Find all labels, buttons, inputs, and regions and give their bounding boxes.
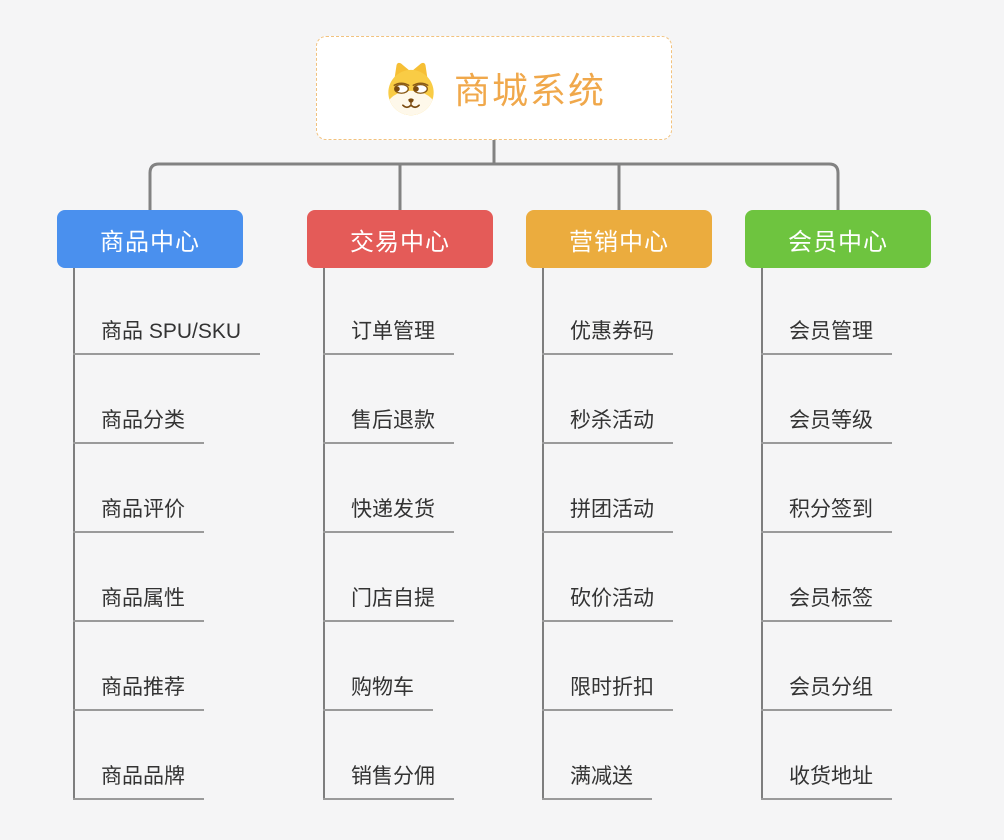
subtopic-item: 快递发货 bbox=[323, 497, 454, 533]
subtopic-label[interactable]: 砍价活动 bbox=[542, 586, 673, 622]
subtopic-label[interactable]: 积分签到 bbox=[761, 497, 892, 533]
subtopic-item: 秒杀活动 bbox=[542, 408, 673, 444]
branch-trade-center: 交易中心 订单管理 售后退款 快递发货 门店自提 购物车 销售分佣 bbox=[307, 210, 493, 810]
branch-spine-line bbox=[73, 268, 75, 800]
branch-topic-label: 交易中心 bbox=[350, 228, 450, 256]
subtopic-label[interactable]: 门店自提 bbox=[323, 586, 454, 622]
branch-topic-label: 会员中心 bbox=[788, 228, 888, 256]
subtopic-label[interactable]: 会员标签 bbox=[761, 586, 892, 622]
root-topic[interactable]: 商城系统 bbox=[316, 36, 672, 140]
subtopic-item: 限时折扣 bbox=[542, 675, 673, 711]
subtopic-item: 商品推荐 bbox=[73, 675, 204, 711]
subtopic-item: 售后退款 bbox=[323, 408, 454, 444]
subtopic-label[interactable]: 订单管理 bbox=[323, 319, 454, 355]
subtopic-label[interactable]: 售后退款 bbox=[323, 408, 454, 444]
branch-topic-marketing-center[interactable]: 营销中心 bbox=[526, 210, 712, 268]
subtopic-item: 会员标签 bbox=[761, 586, 892, 622]
subtopic-item: 商品品牌 bbox=[73, 764, 204, 800]
subtopic-item: 商品评价 bbox=[73, 497, 204, 533]
subtopic-label[interactable]: 收货地址 bbox=[761, 764, 892, 800]
subtopic-item: 砍价活动 bbox=[542, 586, 673, 622]
subtopic-label[interactable]: 会员分组 bbox=[761, 675, 892, 711]
subtopic-label[interactable]: 商品推荐 bbox=[73, 675, 204, 711]
subtopic-label[interactable]: 商品属性 bbox=[73, 586, 204, 622]
subtopic-item: 优惠券码 bbox=[542, 319, 673, 355]
branch-spine-line bbox=[542, 268, 544, 800]
bus-line bbox=[148, 162, 840, 210]
branch-member-center: 会员中心 会员管理 会员等级 积分签到 会员标签 会员分组 收货地址 bbox=[745, 210, 931, 810]
subtopic-item: 满减送 bbox=[542, 764, 652, 800]
subtopic-item: 积分签到 bbox=[761, 497, 892, 533]
subtopic-item: 门店自提 bbox=[323, 586, 454, 622]
subtopic-item: 商品 SPU/SKU bbox=[73, 319, 261, 355]
subtopic-label[interactable]: 满减送 bbox=[542, 764, 652, 800]
subtopic-item: 销售分佣 bbox=[323, 764, 454, 800]
branch-topic-trade-center[interactable]: 交易中心 bbox=[307, 210, 493, 268]
subtopic-label[interactable]: 销售分佣 bbox=[323, 764, 454, 800]
subtopic-label[interactable]: 会员管理 bbox=[761, 319, 892, 355]
subtopic-item: 商品属性 bbox=[73, 586, 204, 622]
subtopic-item: 会员等级 bbox=[761, 408, 892, 444]
subtopic-label[interactable]: 商品 SPU/SKU bbox=[73, 319, 261, 355]
subtopic-label[interactable]: 商品评价 bbox=[73, 497, 204, 533]
branch-topic-label: 商品中心 bbox=[100, 228, 200, 256]
subtopic-item: 商品分类 bbox=[73, 408, 204, 444]
subtopic-item: 收货地址 bbox=[761, 764, 892, 800]
subtopic-item: 拼团活动 bbox=[542, 497, 673, 533]
subtopic-label[interactable]: 商品品牌 bbox=[73, 764, 204, 800]
subtopic-item: 会员分组 bbox=[761, 675, 892, 711]
subtopic-label[interactable]: 优惠券码 bbox=[542, 319, 673, 355]
branch-marketing-center: 营销中心 优惠券码 秒杀活动 拼团活动 砍价活动 限时折扣 满减送 bbox=[526, 210, 712, 810]
branch-spine-line bbox=[761, 268, 763, 800]
branch-product-center: 商品中心 商品 SPU/SKU 商品分类 商品评价 商品属性 商品推荐 商品品牌 bbox=[57, 210, 261, 810]
subtopic-label[interactable]: 拼团活动 bbox=[542, 497, 673, 533]
shiba-dog-icon bbox=[388, 62, 434, 116]
subtopic-label[interactable]: 限时折扣 bbox=[542, 675, 673, 711]
subtopic-item: 会员管理 bbox=[761, 319, 892, 355]
subtopic-label[interactable]: 商品分类 bbox=[73, 408, 204, 444]
subtopic-label[interactable]: 快递发货 bbox=[323, 497, 454, 533]
branch-topic-label: 营销中心 bbox=[569, 228, 669, 256]
root-topic-label: 商城系统 bbox=[453, 70, 606, 111]
subtopic-label[interactable]: 购物车 bbox=[323, 675, 433, 711]
subtopic-item: 订单管理 bbox=[323, 319, 454, 355]
subtopic-label[interactable]: 秒杀活动 bbox=[542, 408, 673, 444]
branch-spine-line bbox=[323, 268, 325, 800]
branch-topic-member-center[interactable]: 会员中心 bbox=[745, 210, 931, 268]
subtopic-item: 购物车 bbox=[323, 675, 433, 711]
subtopic-label[interactable]: 会员等级 bbox=[761, 408, 892, 444]
branch-topic-product-center[interactable]: 商品中心 bbox=[57, 210, 243, 268]
